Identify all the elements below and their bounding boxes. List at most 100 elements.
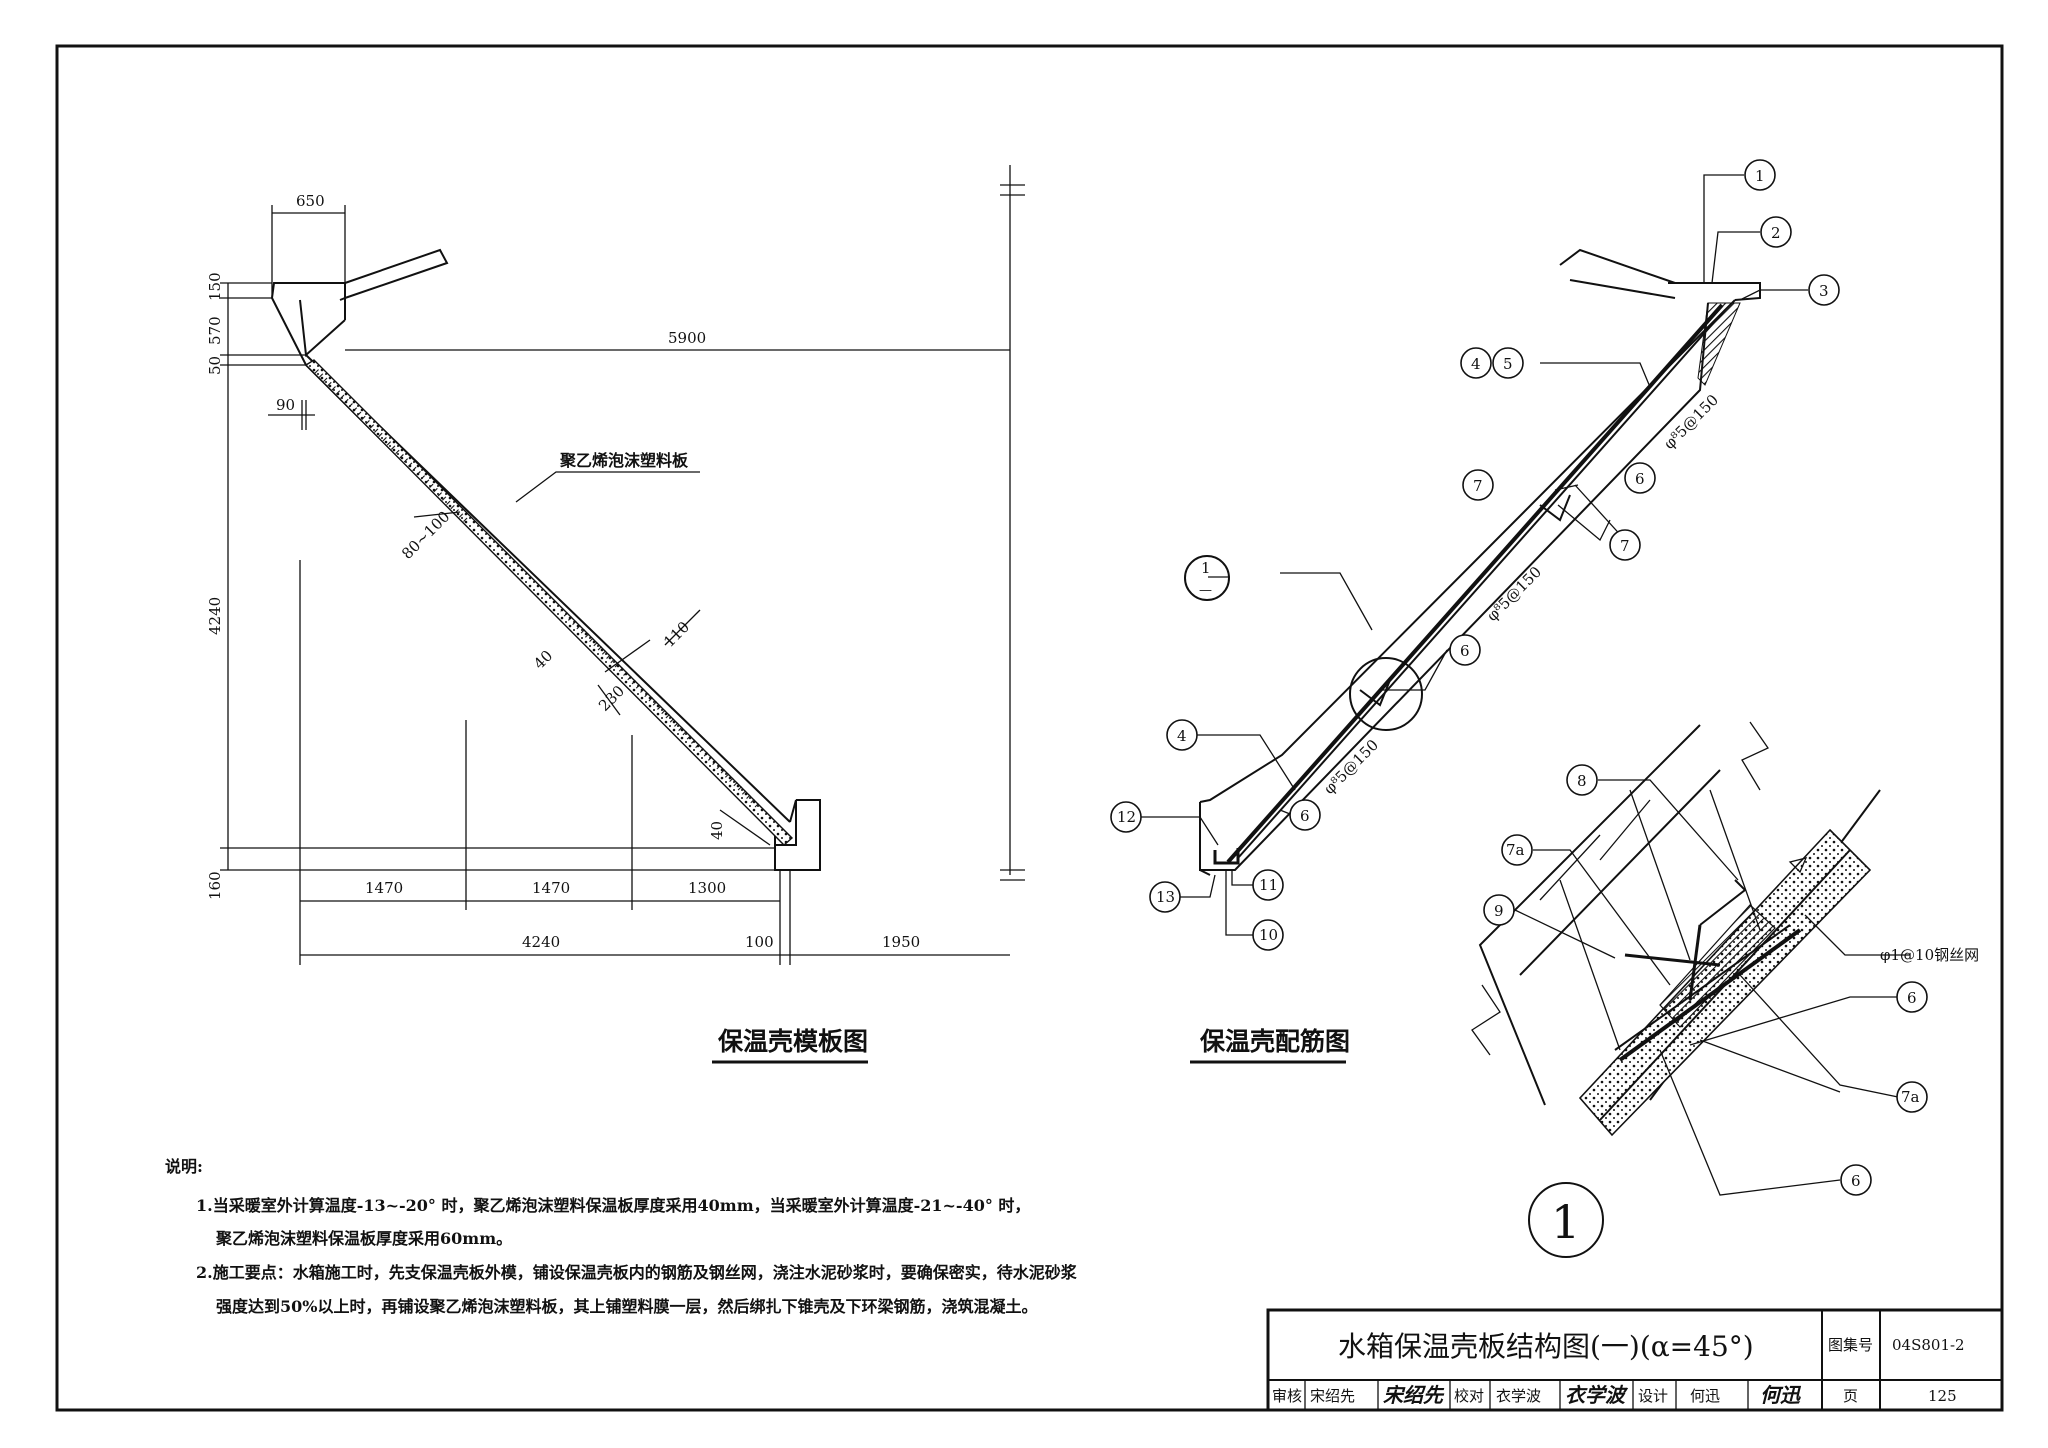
formwork-caption: 保温壳模板图 [717, 1027, 868, 1056]
designer-signature: 何迅 [1760, 1383, 1802, 1407]
section-mark: 1 — [1184, 555, 1230, 601]
dim-4240-horizontal: 4240 [522, 933, 560, 951]
callout-12: 12 [1110, 801, 1142, 833]
foam-board-label: 聚乙烯泡沫塑料板 [559, 451, 689, 470]
svg-text:2: 2 [1771, 224, 1781, 242]
notes-heading: 说明: [165, 1157, 203, 1176]
section-mark-divider: — [1199, 583, 1212, 598]
callout-7-left: 7 [1462, 469, 1494, 501]
dim-1300: 1300 [688, 879, 726, 897]
svg-text:7: 7 [1473, 477, 1483, 495]
callout-6-upper: 6 [1624, 462, 1656, 494]
callout-2: 2 [1760, 216, 1792, 248]
svg-text:1: 1 [1755, 167, 1765, 185]
detail-mark-number: 1 [1551, 1195, 1580, 1249]
check-label: 校对 [1454, 1387, 1484, 1405]
dim-90: 90 [276, 396, 295, 414]
dim-160: 160 [206, 871, 224, 900]
callout-4-top: 4 [1460, 347, 1492, 379]
dim-570: 570 [206, 316, 224, 345]
svg-text:6: 6 [1907, 989, 1917, 1007]
detail-1-drawing: φ1@10钢丝网 8 7a 9 6 7a 6 1 [1471, 721, 1979, 1258]
detail-mark: 1 [1528, 1182, 1604, 1258]
designer-name: 何迅 [1690, 1387, 1720, 1405]
callout-11: 11 [1252, 869, 1284, 901]
atlas-label: 图集号 [1828, 1336, 1873, 1354]
svg-text:4: 4 [1177, 727, 1187, 745]
svg-text:7a: 7a [1901, 1088, 1920, 1106]
svg-text:9: 9 [1494, 902, 1504, 920]
main-rebar [1226, 303, 1724, 864]
reinforcement-caption: 保温壳配筋图 [1199, 1027, 1350, 1056]
callout-13: 13 [1149, 881, 1181, 913]
page-number: 125 [1928, 1387, 1957, 1405]
design-label: 设计 [1638, 1387, 1668, 1405]
callout-7a-lower: 7a [1896, 1081, 1928, 1113]
sheet-border [55, 44, 2004, 1412]
callout-5: 5 [1492, 347, 1524, 379]
callout-8: 8 [1566, 764, 1598, 796]
callout-6-lower: 6 [1289, 799, 1321, 831]
svg-text:11: 11 [1259, 876, 1278, 894]
svg-text:8: 8 [1577, 772, 1587, 790]
note-line-3: 2.施工要点：水箱施工时，先支保温壳板外模，铺设保温壳板内的钢筋及钢丝网，浇注水… [196, 1263, 1078, 1282]
dim-650: 650 [296, 192, 325, 210]
svg-text:7a: 7a [1506, 841, 1525, 859]
callout-7-right: 7 [1609, 529, 1641, 561]
svg-text:3: 3 [1819, 282, 1829, 300]
note-line-1: 1.当采暖室外计算温度-13~-20° 时，聚乙烯泡沫塑料保温板厚度采用40mm… [196, 1196, 1030, 1215]
callout-7a-upper: 7a [1501, 834, 1533, 866]
title-block: 水箱保温壳板结构图(一)(α=45°) 图集号 04S801-2 审核 宋绍先 … [1266, 1308, 2004, 1412]
callout-10: 10 [1252, 919, 1284, 951]
dim-1950: 1950 [882, 933, 920, 951]
reviewer-signature: 宋绍先 [1383, 1383, 1445, 1407]
shell-outer-edge [271, 282, 346, 301]
checker-signature: 衣学波 [1565, 1383, 1629, 1407]
dim-40-a: 40 [530, 647, 556, 673]
callout-3: 3 [1808, 274, 1840, 306]
svg-text:6: 6 [1460, 642, 1470, 660]
dim-150: 150 [206, 272, 224, 301]
callout-6-detail-bottom: 6 [1840, 1164, 1872, 1196]
callout-4-bottom: 4 [1166, 719, 1198, 751]
dim-1470-a: 1470 [365, 879, 403, 897]
note-line-4: 强度达到50%以上时，再铺设聚乙烯泡沫塑料板，其上铺塑料膜一层，然后绑扎下锥壳及… [216, 1297, 1037, 1316]
checker-name: 衣学波 [1496, 1387, 1541, 1405]
svg-text:5: 5 [1503, 355, 1513, 373]
svg-text:10: 10 [1259, 926, 1278, 944]
svg-text:6: 6 [1300, 807, 1310, 825]
svg-text:4: 4 [1471, 355, 1481, 373]
reinforcement-leaders [1140, 174, 1808, 936]
shell-top-stub [344, 248, 449, 299]
dim-100: 100 [745, 933, 774, 951]
detail-circle [1349, 657, 1423, 731]
atlas-number: 04S801-2 [1892, 1336, 1965, 1354]
wire-mesh-label: φ1@10钢丝网 [1880, 946, 1979, 964]
svg-text:13: 13 [1156, 888, 1175, 906]
dim-50: 50 [206, 356, 224, 375]
dim-4240-vertical: 4240 [206, 597, 224, 635]
svg-text:6: 6 [1851, 1172, 1861, 1190]
shell-inner [1199, 302, 1709, 871]
callout-6-detail-right: 6 [1896, 981, 1928, 1013]
svg-text:7: 7 [1620, 537, 1630, 555]
dim-1470-b: 1470 [532, 879, 570, 897]
shell-inner-line [299, 299, 346, 358]
callout-1: 1 [1744, 159, 1776, 191]
drawing-title: 水箱保温壳板结构图(一)(α=45°) [1338, 1330, 1754, 1363]
page-label: 页 [1843, 1387, 1858, 1405]
reviewer-name: 宋绍先 [1310, 1387, 1355, 1405]
svg-text:12: 12 [1117, 808, 1136, 826]
dim-110: 110 [660, 618, 693, 651]
dim-40-b: 40 [708, 821, 726, 840]
note-line-2: 聚乙烯泡沫塑料保温板厚度采用60mm。 [215, 1229, 512, 1248]
dim-5900: 5900 [668, 329, 706, 347]
formwork-drawing: 650 150 570 50 90 5900 4240 160 80~100 4… [206, 165, 1025, 1064]
callout-9: 9 [1483, 894, 1515, 926]
review-label: 审核 [1272, 1387, 1302, 1405]
notes-block: 说明: 1.当采暖室外计算温度-13~-20° 时，聚乙烯泡沫塑料保温板厚度采用… [165, 1157, 1078, 1316]
formwork-dimensions [220, 165, 1025, 965]
section-mark-number: 1 [1201, 559, 1211, 577]
callout-6-middle: 6 [1449, 634, 1481, 666]
